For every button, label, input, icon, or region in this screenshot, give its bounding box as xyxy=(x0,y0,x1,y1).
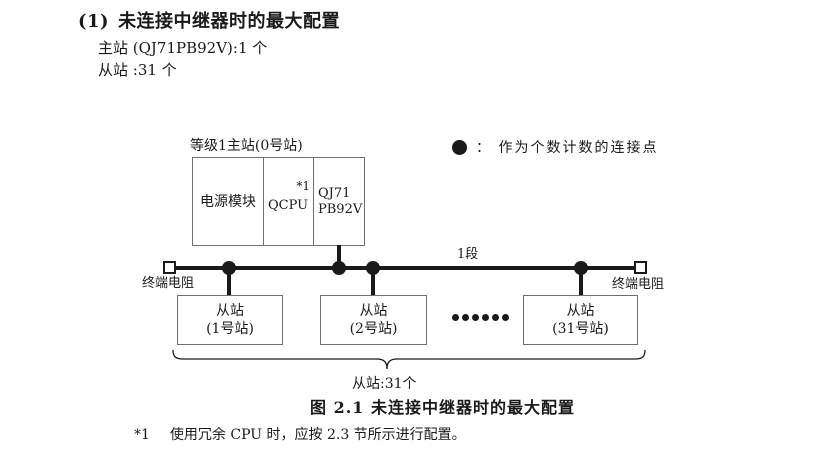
power-module-cell: 电源模块 xyxy=(193,158,264,245)
qcpu-cell: *1 QCPU xyxy=(264,158,314,245)
ellipsis-dot-icon xyxy=(502,314,509,321)
slave-1-drop-line xyxy=(227,268,231,295)
master-drop-line xyxy=(337,245,341,268)
legend-text: ： 作为个数计数的连接点 xyxy=(476,139,659,156)
brace xyxy=(172,350,646,370)
footnote: *1 使用冗余 CPU 时，应按 2.3 节所示进行配置。 xyxy=(134,428,466,442)
slave-1-label-line1: 从站 xyxy=(216,303,244,319)
master-count-line: 主站 (QJ71PB92V):1 个 xyxy=(98,39,268,57)
qj71pb92v-label-line2: PB92V xyxy=(318,201,363,217)
slave-1-label-line2: (1号站) xyxy=(206,321,254,337)
section-title: 未连接中继器时的最大配置 xyxy=(118,11,341,32)
ellipsis-dots xyxy=(452,314,509,321)
qcpu-footnote-marker: *1 xyxy=(296,179,310,193)
terminating-resistor-right-label: 终端电阻 xyxy=(612,277,665,292)
footnote-marker: *1 xyxy=(134,427,150,443)
segment-label: 1段 xyxy=(457,247,479,262)
footnote-text: 使用冗余 CPU 时，应按 2.3 节所示进行配置。 xyxy=(169,427,466,443)
ellipsis-dot-icon xyxy=(482,314,489,321)
master-station-box: 电源模块 *1 QCPU QJ71 PB92V xyxy=(192,157,365,246)
slave-station-31-box: 从站 (31号站) xyxy=(523,295,638,345)
slave-31-drop-line xyxy=(579,268,583,295)
ellipsis-dot-icon xyxy=(462,314,469,321)
connection-point-dot xyxy=(332,261,346,275)
slave-2-drop-line xyxy=(371,268,375,295)
section-heading: (1) 未连接中继器时的最大配置 xyxy=(78,13,340,31)
qj71pb92v-cell: QJ71 PB92V xyxy=(314,158,364,245)
qj71pb92v-label-line1: QJ71 xyxy=(318,185,351,201)
connection-point-icon xyxy=(452,140,467,155)
slave-station-2-box: 从站 (2号站) xyxy=(320,295,427,345)
terminating-resistor-right-icon xyxy=(634,261,647,274)
slave-2-label-line1: 从站 xyxy=(359,303,388,319)
connection-point-dot xyxy=(222,261,236,275)
slave-total-label: 从站:31个 xyxy=(352,376,417,392)
terminating-resistor-left-label: 终端电阻 xyxy=(142,276,195,291)
slave-2-label-line2: (2号站) xyxy=(349,321,398,337)
bus-line xyxy=(176,266,635,270)
ellipsis-dot-icon xyxy=(452,314,459,321)
slave-31-label-line2: (31号站) xyxy=(552,321,609,337)
slave-31-label-line1: 从站 xyxy=(566,303,595,319)
slave-station-1-box: 从站 (1号站) xyxy=(177,295,283,345)
qcpu-label: QCPU xyxy=(268,198,309,213)
connection-point-dot xyxy=(574,261,588,275)
legend: ： 作为个数计数的连接点 xyxy=(452,140,658,155)
ellipsis-dot-icon xyxy=(492,314,499,321)
ellipsis-dot-icon xyxy=(472,314,479,321)
terminating-resistor-left-icon xyxy=(163,261,176,274)
master-station-label: 等级1主站(0号站) xyxy=(190,138,303,154)
connection-point-dot xyxy=(366,261,380,275)
slave-count-line: 从站 :31 个 xyxy=(98,61,177,79)
section-number: (1) xyxy=(78,11,110,32)
figure-caption: 图 2.1 未连接中继器时的最大配置 xyxy=(310,398,575,417)
